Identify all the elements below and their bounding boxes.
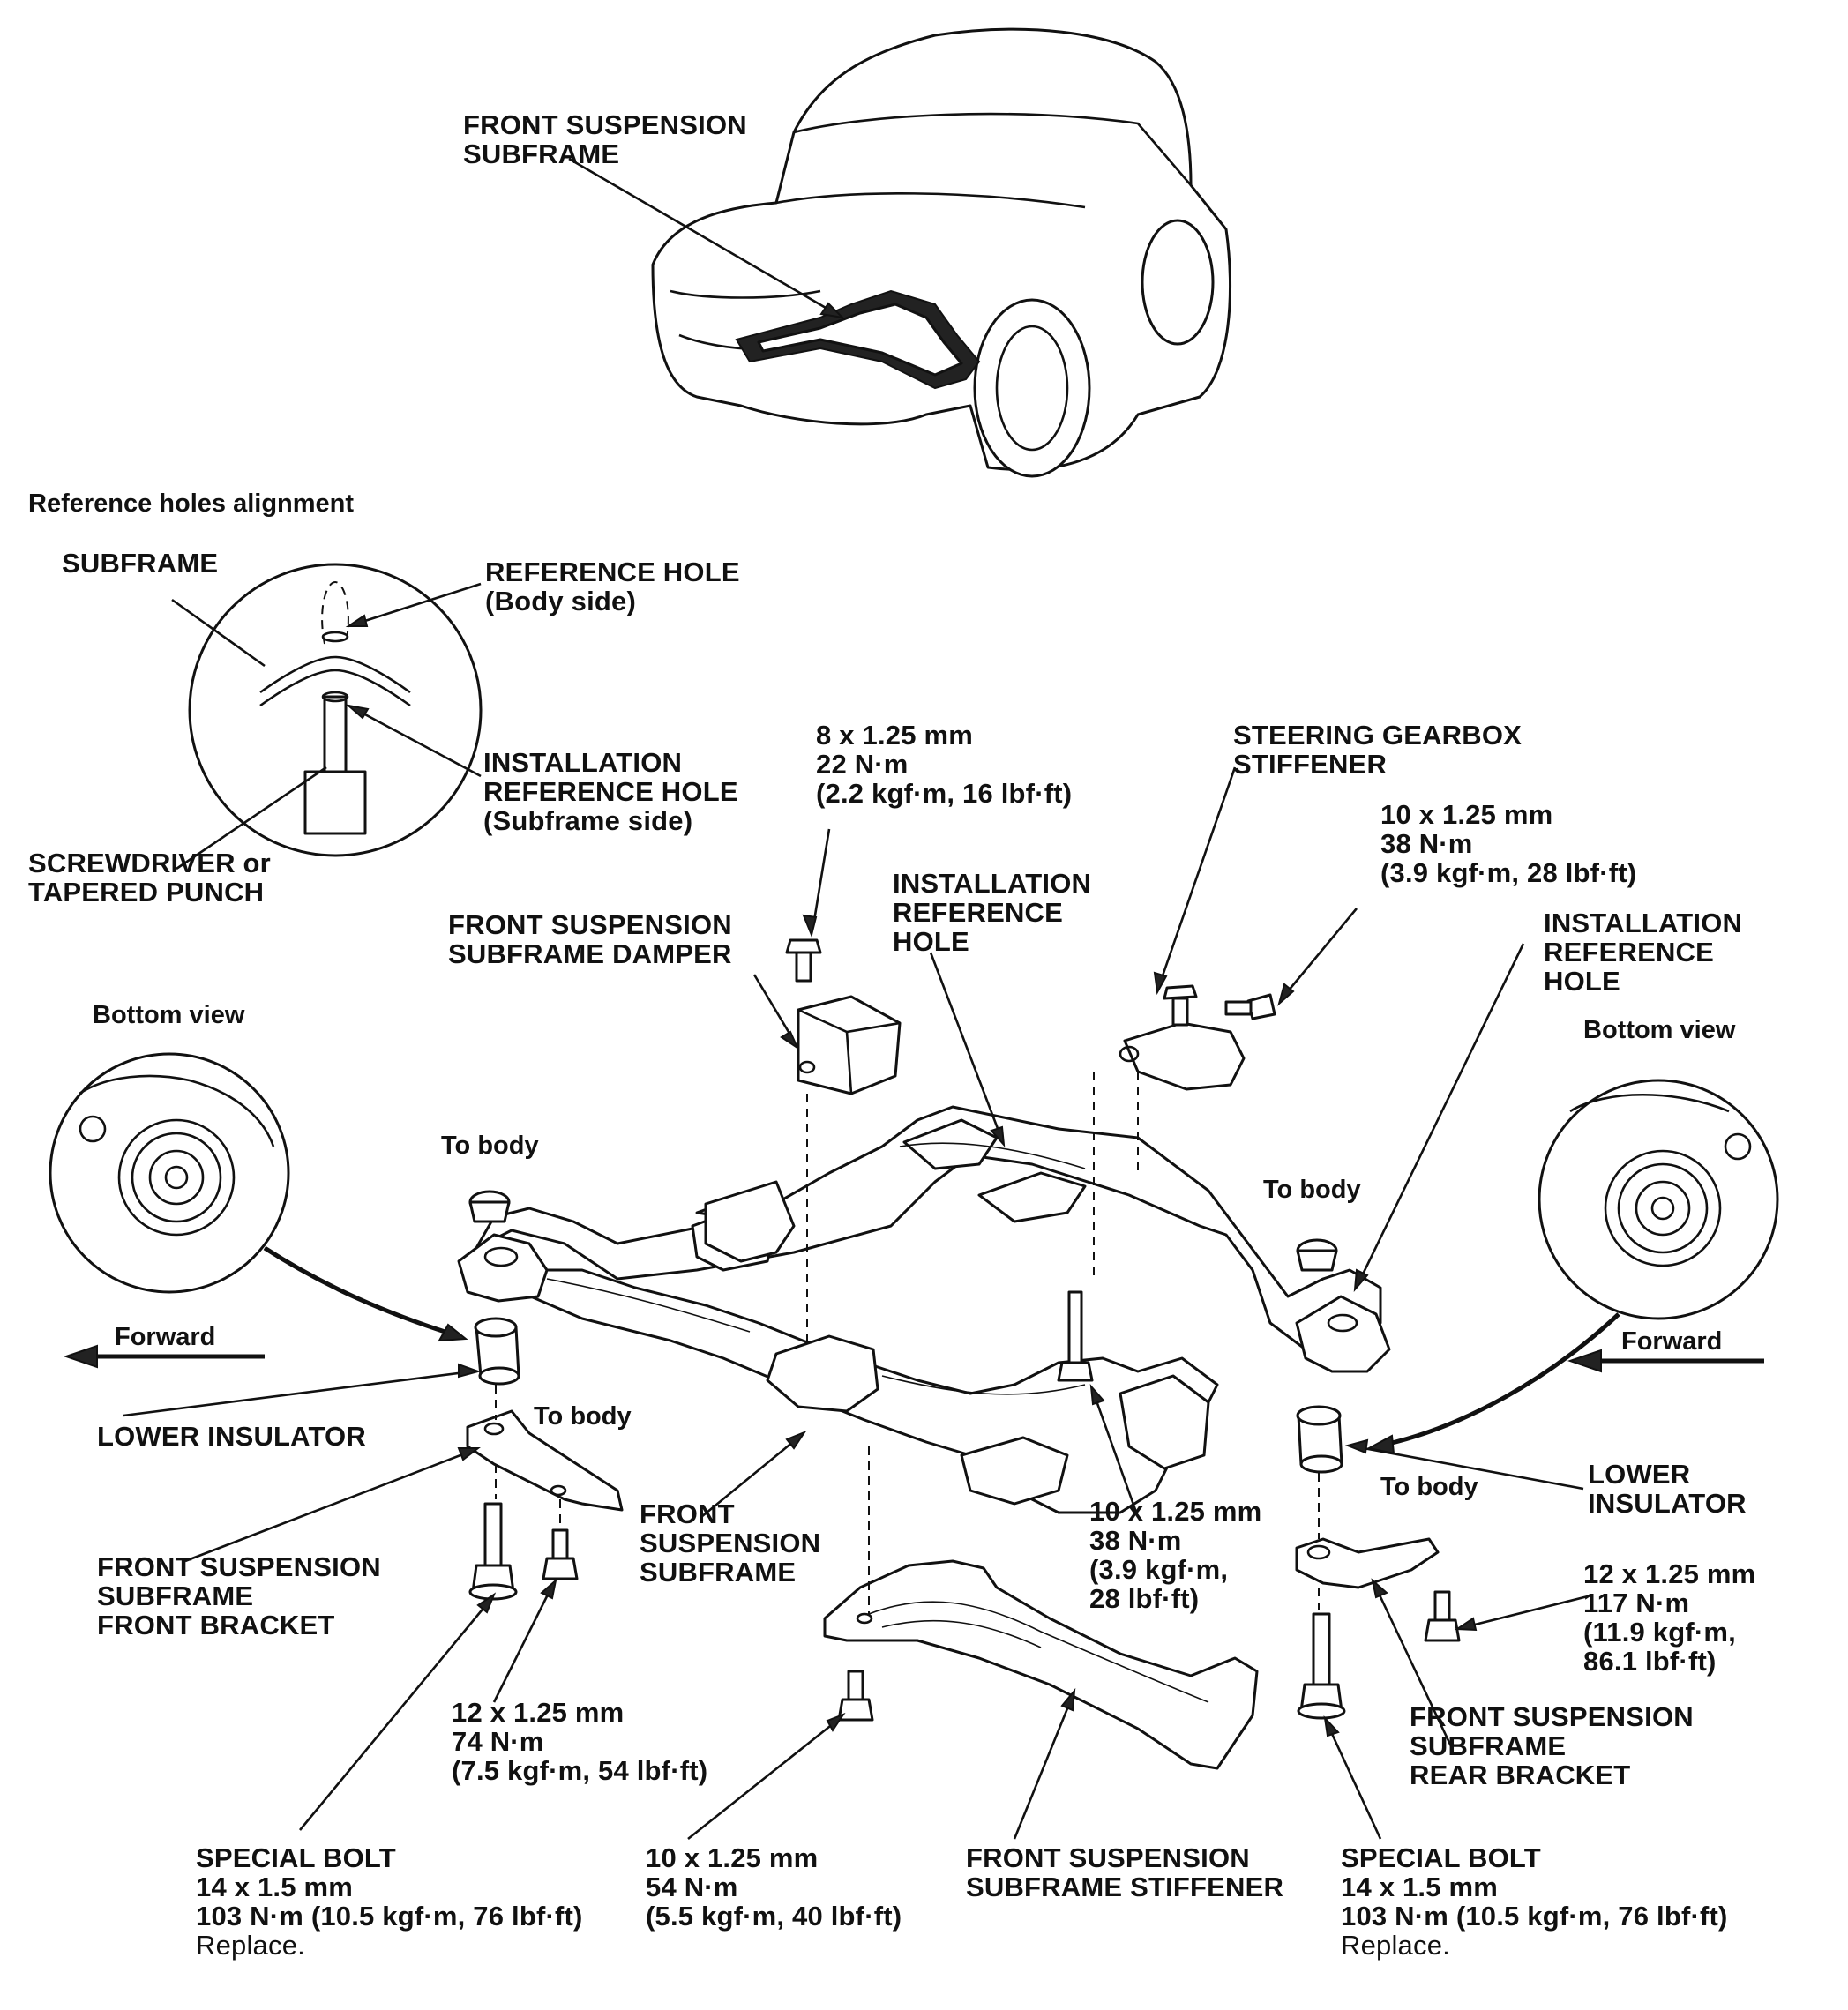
right-bottom-view [1538,1079,1779,1320]
left-bottom-view [49,1052,290,1294]
to-body-left-bracket-label: To body [534,1402,632,1431]
reference-holes-title: Reference holes alignment [28,489,355,518]
to-body-right-top-label: To body [1263,1176,1361,1204]
subframe-label: SUBFRAME [62,548,219,579]
car-illustration [651,27,1232,478]
steering-gearbox-stiffener [1119,984,1276,1091]
main-subframe [457,1105,1391,1514]
lower-insulator-left-label: LOWER INSULATOR [97,1421,366,1452]
bottom-view-left-label: Bottom view [93,1001,245,1029]
reference-hole-body-label: REFERENCE HOLE(Body side) [485,557,740,616]
reference-hole-detail [188,563,483,857]
to-body-left-top-label: To body [441,1132,539,1160]
subframe-stiffener [823,1559,1259,1770]
to-body-right-bracket-label: To body [1380,1473,1478,1501]
forward-left-label: Forward [115,1323,216,1351]
forward-right-label: Forward [1621,1327,1723,1356]
bottom-view-right-label: Bottom view [1583,1016,1736,1044]
subframe-damper [785,938,902,1095]
left-mount-stack [466,1190,624,1601]
right-mount-stack [1295,1238,1461,1720]
